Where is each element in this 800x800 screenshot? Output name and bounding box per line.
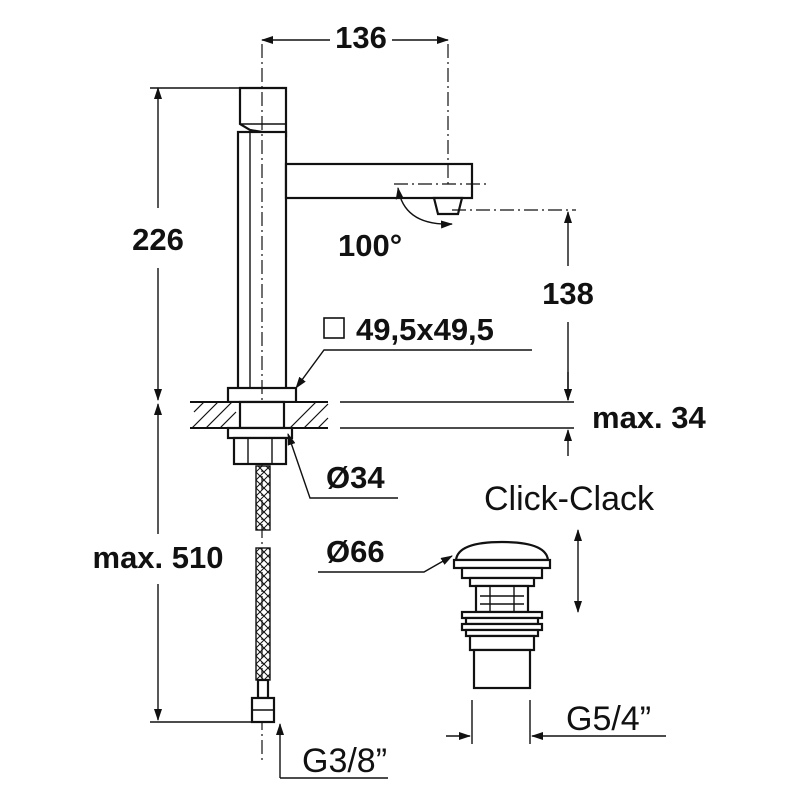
centerlines <box>261 44 576 760</box>
dim-height-above-deck: 226 <box>132 222 184 257</box>
dimension-lines <box>150 36 666 779</box>
label-hose-thread: G3/8” <box>302 742 387 780</box>
underside-fixing <box>226 400 294 466</box>
dim-top-width: 136 <box>335 20 387 55</box>
dim-hole-diameter: Ø34 <box>326 460 385 495</box>
dim-spout-angle: 100° <box>338 228 402 263</box>
braided-hose <box>250 465 276 724</box>
click-clack-waste <box>452 540 552 690</box>
square-symbol <box>323 317 345 339</box>
label-waste-thread: G5/4” <box>566 700 651 738</box>
dim-spout-height: 138 <box>542 276 594 311</box>
dim-max-deck-thickness: max. 34 <box>592 400 707 435</box>
dim-base-square: 49,5x49,5 <box>356 312 494 347</box>
dim-base-diameter: Ø66 <box>326 534 385 569</box>
label-waste-type: Click-Clack <box>484 480 655 518</box>
dim-max-hose-length: max. 510 <box>93 540 224 575</box>
